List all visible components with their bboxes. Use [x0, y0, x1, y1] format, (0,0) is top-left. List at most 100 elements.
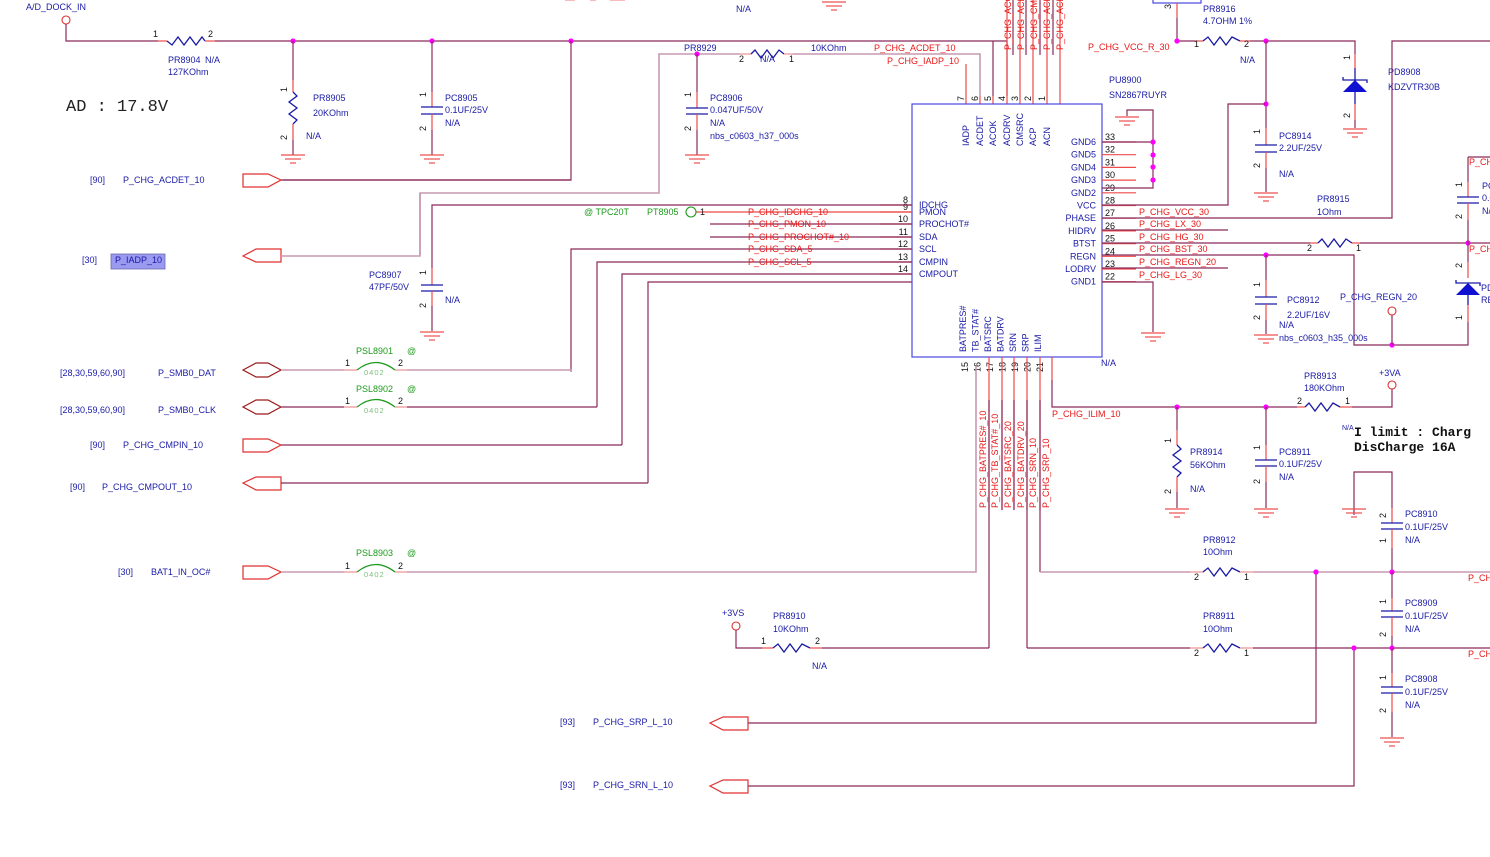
ic-pin-number: 19	[1010, 362, 1020, 372]
net-aco: P_CHG_ACO	[1003, 0, 1013, 50]
ilimit-note-line2: DisCharge 16A	[1354, 440, 1456, 455]
ic-pin-name: SRN	[1008, 333, 1018, 352]
pc8906-note: N/A	[710, 118, 725, 128]
psl8901-size: 0402	[364, 368, 385, 377]
pin-number: 2	[1163, 489, 1173, 494]
net-edge: P_CH	[1468, 573, 1490, 583]
pc8912-value: 2.2UF/16V	[1287, 310, 1330, 320]
pin-number: 1	[1342, 55, 1352, 60]
net-batsrc: P_CHG_BATSRC_20	[1003, 421, 1013, 508]
pr8916-value: 4.7OHM 1%	[1203, 16, 1252, 26]
ic-pin-number: 1	[1037, 96, 1047, 101]
pin-number: 2	[398, 561, 403, 571]
net-regn: P_CHG_REGN_20	[1139, 257, 1216, 267]
ic-pin-name: ACOK	[988, 120, 998, 146]
pin-number: 2	[683, 126, 693, 131]
port-srn-l[interactable]: [93] P_CHG_SRN_L_10	[560, 648, 1355, 794]
port-bat1-in-oc[interactable]: [30] BAT1_IN_OC# PSL8903 @ 1 2 0402	[118, 366, 977, 580]
net-hg: P_CHG_HG_30	[1139, 232, 1204, 242]
ic-pin-name: SCL	[919, 244, 937, 254]
pin-number: 2	[418, 126, 428, 131]
net-label-dock-in: A/D_DOCK_IN	[26, 2, 86, 12]
port-cmpout[interactable]: [90] P_CHG_CMPOUT_10	[70, 476, 648, 492]
pc8905-value: 0.1UF/25V	[445, 105, 488, 115]
pin-number: 2	[1454, 214, 1464, 219]
ic-pin-name: ACDET	[975, 115, 985, 146]
resistor-pr8915-icon	[1317, 237, 1353, 249]
pr8911-value: 10Ohm	[1203, 624, 1233, 634]
ic-pin-name: VCC	[1077, 201, 1097, 211]
port-srp-l[interactable]: [93] P_CHG_SRP_L_10	[560, 572, 1317, 731]
port-ref: [28,30,59,60,90]	[60, 405, 125, 415]
pin-number: 1	[1378, 538, 1388, 543]
ic-pin-name: ACDRV	[1002, 115, 1012, 146]
ic-pin-name: ACN	[1042, 127, 1052, 146]
port-acdet[interactable]: [90] P_CHG_ACDET_10	[90, 173, 571, 188]
vcc-input: 3 P_CHG_VCC_R_30 1 2 PR8916 4.7OHM 1% N/…	[1088, 0, 1490, 219]
port-name: P_CHG_ACDET_10	[123, 175, 205, 185]
right-cap-value: 0.0	[1482, 193, 1490, 203]
net-acdet: P_CHG_ACDET_10	[874, 43, 956, 53]
jumper-psl8902-icon	[356, 398, 396, 408]
ic-pin-name: CMPIN	[919, 257, 948, 267]
pr8910-ref: PR8910	[773, 611, 806, 621]
ic-pin-number: 7	[956, 96, 966, 101]
ic-pin-name: PMON	[919, 207, 946, 217]
ic-pin-number: 6	[970, 96, 980, 101]
ic-pin-name: REGN	[1070, 251, 1096, 261]
pc8910-ref: PC8910	[1405, 509, 1438, 519]
port-out-icon	[242, 173, 283, 188]
ic-pin-number: 32	[1105, 145, 1115, 155]
port-smb-dat[interactable]: [28,30,59,60,90] P_SMB0_DAT PSL8901 @ 1 …	[60, 346, 572, 378]
resistor-pr8912-icon	[1202, 566, 1241, 578]
port-ref: [30]	[118, 567, 133, 577]
pin-number: 1	[1378, 599, 1388, 604]
port-iadp[interactable]: [30] P_IADP_10	[82, 193, 421, 270]
ic-pin-number: 10	[898, 214, 908, 224]
port-name: P_CHG_CMPOUT_10	[102, 482, 192, 492]
pin-number: 1	[1378, 675, 1388, 680]
port-ref: [90]	[90, 175, 105, 185]
net-tbstat: P_CHG_TB_STAT#_10	[990, 414, 1000, 508]
right-cap-ref: PC	[1482, 181, 1490, 191]
pin-number: 1	[1194, 39, 1199, 49]
psl8903-size: 0402	[364, 570, 385, 579]
ic-bottom-nets: P_CHG_BATPRES#_10 P_CHG_TB_STAT#_10 P_CH…	[978, 357, 1297, 648]
pin-number: 1	[700, 207, 705, 217]
pin-number: 2	[815, 636, 820, 646]
net-bst: P_CHG_BST_30	[1139, 244, 1208, 254]
resistor-pr8910-icon	[772, 642, 811, 654]
net-vcc: P_CHG_VCC_30	[1139, 207, 1209, 217]
power-port-icon	[731, 621, 741, 631]
pc8907-note: N/A	[445, 295, 460, 305]
pr8912-ref: PR8912	[1203, 535, 1236, 545]
pin-number: 1	[1244, 572, 1249, 582]
pin-number: 1	[1356, 243, 1361, 253]
pc8907-value: 47PF/50V	[369, 282, 409, 292]
ic-pin-number: 22	[1105, 272, 1115, 282]
pr8929-value: 10KOhm	[811, 43, 847, 53]
pr8914-ref: PR8914	[1190, 447, 1223, 457]
pr8914-value: 56KOhm	[1190, 460, 1226, 470]
testpoint-icon	[685, 206, 697, 218]
port-smb-clk[interactable]: [28,30,59,60,90] P_SMB0_CLK PSL8902 @ 1 …	[60, 384, 597, 415]
port-cmpin[interactable]: [90] P_CHG_CMPIN_10	[90, 438, 622, 453]
pin-number: 2	[418, 303, 428, 308]
psl8902-size: 0402	[364, 406, 385, 415]
ic-pin-name: ILIM	[1033, 334, 1043, 352]
pin-number: 2	[1252, 163, 1262, 168]
net-pmon: P_CHG_PMON_10	[748, 219, 826, 229]
pc8908-value: 0.1UF/25V	[1405, 687, 1448, 697]
pr8904-ref: PR8904	[168, 55, 201, 65]
net-vcc-r: P_CHG_VCC_R_30	[1088, 42, 1170, 52]
pr8911-ref: PR8911	[1203, 611, 1235, 621]
ic-pin-number: 28	[1105, 196, 1115, 206]
port-name: P_IADP_10	[115, 255, 162, 265]
iadp-filter: 2 1 PR8929 N/A 10KOhm P_CHG_ACDET_10 P_C…	[419, 43, 981, 255]
sense-network: 2 1 PC8910 0.1UF/25V N/A 2 1 PR8912 10Oh…	[1027, 471, 1490, 747]
pc8912-ref: PC8912	[1287, 295, 1320, 305]
psl8902-ref: PSL8902	[356, 384, 393, 394]
pin-number: 1	[1252, 282, 1262, 287]
pin-number: 1	[1244, 648, 1249, 658]
pin-number: 2	[398, 396, 403, 406]
